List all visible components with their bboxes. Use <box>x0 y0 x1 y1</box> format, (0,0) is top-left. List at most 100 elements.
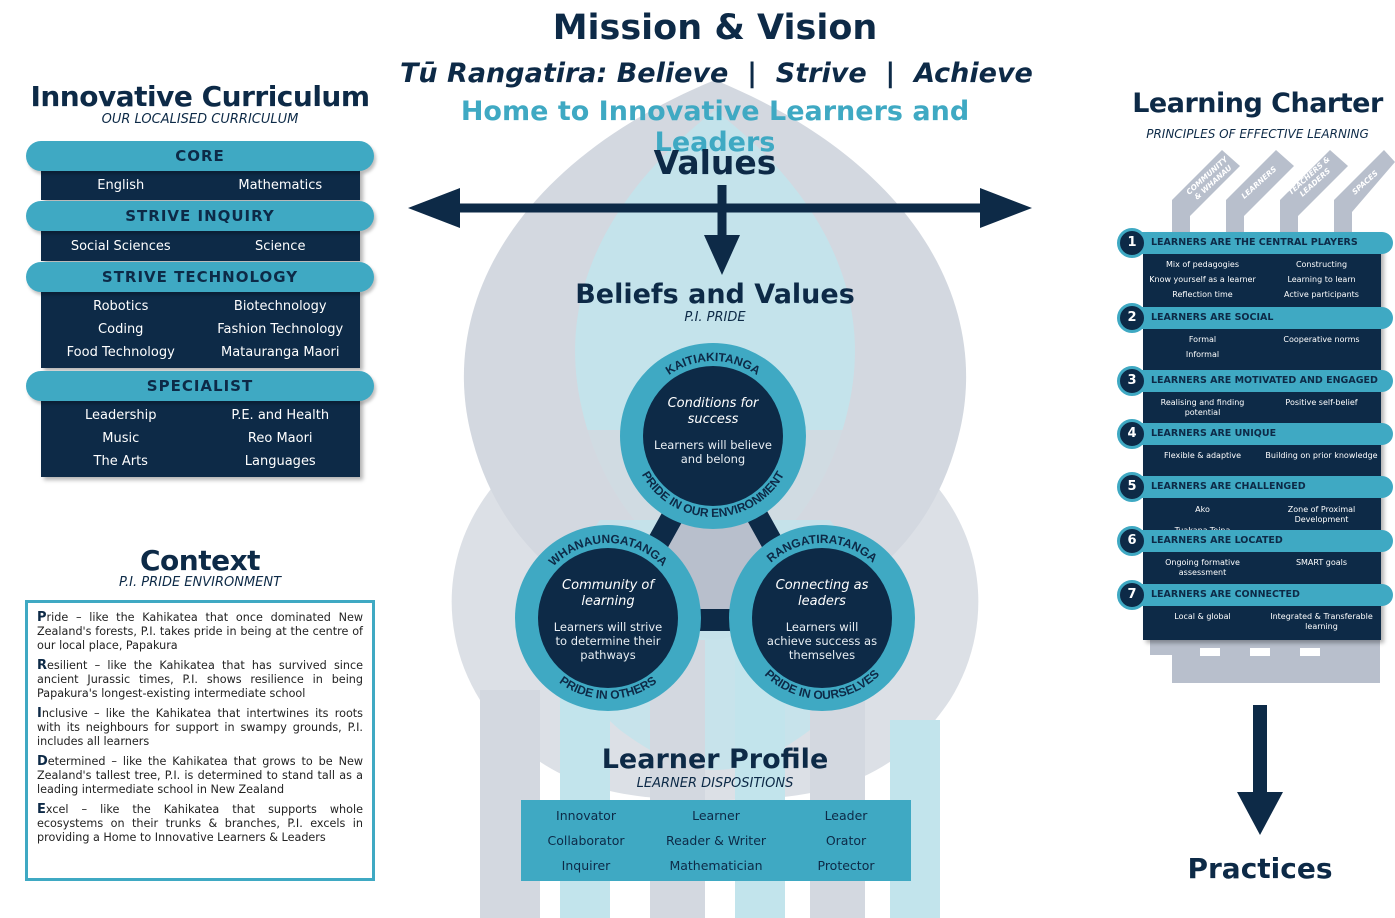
curriculum-item: Social Sciences <box>70 239 171 254</box>
charter-subtitle: PRINCIPLES OF EFFECTIVE LEARNING <box>1146 127 1369 141</box>
context-item: Determined – like the Kahikatea that gro… <box>37 754 363 797</box>
svg-text:PRIDE IN OUR ENVIRONMENT: PRIDE IN OUR ENVIRONMENT <box>639 468 787 520</box>
svg-text:PRIDE IN OURSELVES: PRIDE IN OURSELVES <box>762 667 882 702</box>
principle-number: 5 <box>1117 472 1147 502</box>
principle-label: LEARNERS ARE CHALLENGED <box>1121 476 1393 498</box>
principle-label: LEARNERS ARE LOCATED <box>1121 530 1393 552</box>
principle-label: LEARNERS ARE SOCIAL <box>1121 307 1393 329</box>
curriculum-core-body: English Mathematics <box>41 170 360 200</box>
svg-text:RANGATIRATANGA: RANGATIRATANGA <box>764 532 880 566</box>
curriculum-item: Music <box>102 431 140 446</box>
curriculum-item: Mathematics <box>238 178 323 193</box>
curriculum-title: Innovative Curriculum <box>30 80 370 113</box>
circle-whanaungatanga-inner: Community of learning Learners will stri… <box>538 548 678 688</box>
arc-label-top: KAITIAKITANGA <box>663 350 763 378</box>
circle-whanaungatanga-labels: WHANAUNGATANGA PRIDE IN OTHERS <box>546 532 671 702</box>
circle-rangatiratanga-inner: Connecting as leaders Learners will achi… <box>752 548 892 688</box>
arc-label-bottom: PRIDE IN OTHERS <box>557 673 659 702</box>
curriculum-inquiry-body: Social Sciences Science <box>41 230 360 261</box>
profile-box: Innovator Learner Leader Collaborator Reade… <box>521 800 911 881</box>
charter-title: Learning Charter <box>1132 88 1383 119</box>
beliefs-subtitle: P.I. PRIDE <box>684 310 746 325</box>
principle-label: LEARNERS ARE THE CENTRAL PLAYERS <box>1121 232 1393 254</box>
svg-text:WHANAUNGATANGA: WHANAUNGATANGA <box>546 532 671 569</box>
principle-number: 1 <box>1117 228 1147 258</box>
curriculum-item: The Arts <box>93 454 148 469</box>
context-item: Inclusive – like the Kahikatea that inte… <box>37 706 363 749</box>
values-arrows <box>408 185 1032 275</box>
curriculum-item: Reo Maori <box>247 431 313 446</box>
motto: Tū Rangatira: Believe | Strive | Achieve <box>400 58 1033 89</box>
arrow-right-icon <box>980 188 1032 228</box>
disposition: Leader <box>824 808 868 823</box>
curriculum-item: P.E. and Health <box>231 408 330 423</box>
principle-number: 2 <box>1117 303 1147 333</box>
arrow-down-icon <box>704 235 740 275</box>
principle-number: 3 <box>1117 366 1147 396</box>
circle-title: Connecting as leaders <box>775 578 869 609</box>
circle-title: Conditions for success <box>667 396 759 427</box>
tagline: Home to Innovative Learners and Leaders <box>460 96 970 158</box>
charter-pillars <box>1172 150 1395 240</box>
curriculum-item: Biotechnology <box>233 299 327 314</box>
arrow-left-icon <box>408 188 460 228</box>
principle-label: LEARNERS ARE UNIQUE <box>1121 423 1393 445</box>
principle-number: 6 <box>1117 526 1147 556</box>
svg-text:PRIDE IN OTHERS: PRIDE IN OTHERS <box>557 673 659 702</box>
curriculum-item: Food Technology <box>66 345 175 360</box>
context-item: Resilient – like the Kahikatea that has … <box>37 658 363 701</box>
principle-label: LEARNERS ARE MOTIVATED AND ENGAGED <box>1121 370 1393 392</box>
arrow-down-icon <box>1237 705 1283 835</box>
circle-kaitiakitanga-inner: Conditions for success Learners will bel… <box>643 366 783 506</box>
curriculum-item: Leadership <box>85 408 157 423</box>
principle-number: 7 <box>1117 580 1147 610</box>
curriculum-subtitle: OUR LOCALISED CURRICULUM <box>101 112 299 127</box>
principle-label: LEARNERS ARE CONNECTED <box>1121 584 1393 606</box>
curriculum-item: English <box>97 178 145 193</box>
curriculum-item: Languages <box>244 454 316 469</box>
arc-label-top: RANGATIRATANGA <box>764 532 880 566</box>
curriculum-inquiry-header: STRIVE INQUIRY <box>26 201 374 231</box>
curriculum-item: Matauranga Maori <box>221 345 340 360</box>
profile-title: Learner Profile <box>601 744 829 775</box>
circle-text: Learners will achieve success as themsel… <box>766 620 878 662</box>
principle-number: 4 <box>1117 419 1147 449</box>
curriculum-item: Science <box>255 239 306 254</box>
curriculum-specialist-header: SPECIALIST <box>26 371 374 401</box>
circle-title: Community of learning <box>562 578 654 609</box>
curriculum-item: Robotics <box>93 299 149 314</box>
circle-text: Learners will strive to determine their … <box>553 620 663 662</box>
page-title: Mission & Vision <box>552 8 878 48</box>
disposition: Learner <box>692 808 740 823</box>
practices-heading: Practices <box>1187 852 1333 885</box>
curriculum-technology-header: STRIVE TECHNOLOGY <box>26 262 374 292</box>
context-item: Excel – like the Kahikatea that supports… <box>37 802 363 845</box>
disposition: Mathematician <box>669 858 763 873</box>
curriculum-item: Fashion Technology <box>217 322 344 337</box>
context-title: Context <box>139 544 261 577</box>
disposition: Protector <box>817 858 875 873</box>
context-subtitle: P.I. PRIDE ENVIRONMENT <box>118 575 282 590</box>
curriculum-core-header: CORE <box>26 141 374 171</box>
circle-kaitiakitanga-labels: KAITIAKITANGA PRIDE IN OUR ENVIRONMENT <box>639 350 787 520</box>
context-item: Pride – like the Kahikatea that once dom… <box>37 610 363 653</box>
disposition: Orator <box>825 833 867 848</box>
disposition: Inquirer <box>561 858 611 873</box>
disposition: Collaborator <box>547 833 625 848</box>
circle-text: Learners will believe and belong <box>654 438 772 466</box>
values-heading: Values <box>653 143 777 182</box>
svg-text:KAITIAKITANGA: KAITIAKITANGA <box>663 350 763 378</box>
disposition: Innovator <box>556 808 616 823</box>
circle-rangatiratanga-labels: RANGATIRATANGA PRIDE IN OURSELVES <box>762 532 882 702</box>
disposition: Reader & Writer <box>665 833 767 848</box>
context-box: Pride – like the Kahikatea that once dom… <box>25 600 375 881</box>
profile-subtitle: LEARNER DISPOSITIONS <box>636 776 794 791</box>
arc-label-top: WHANAUNGATANGA <box>546 532 671 569</box>
